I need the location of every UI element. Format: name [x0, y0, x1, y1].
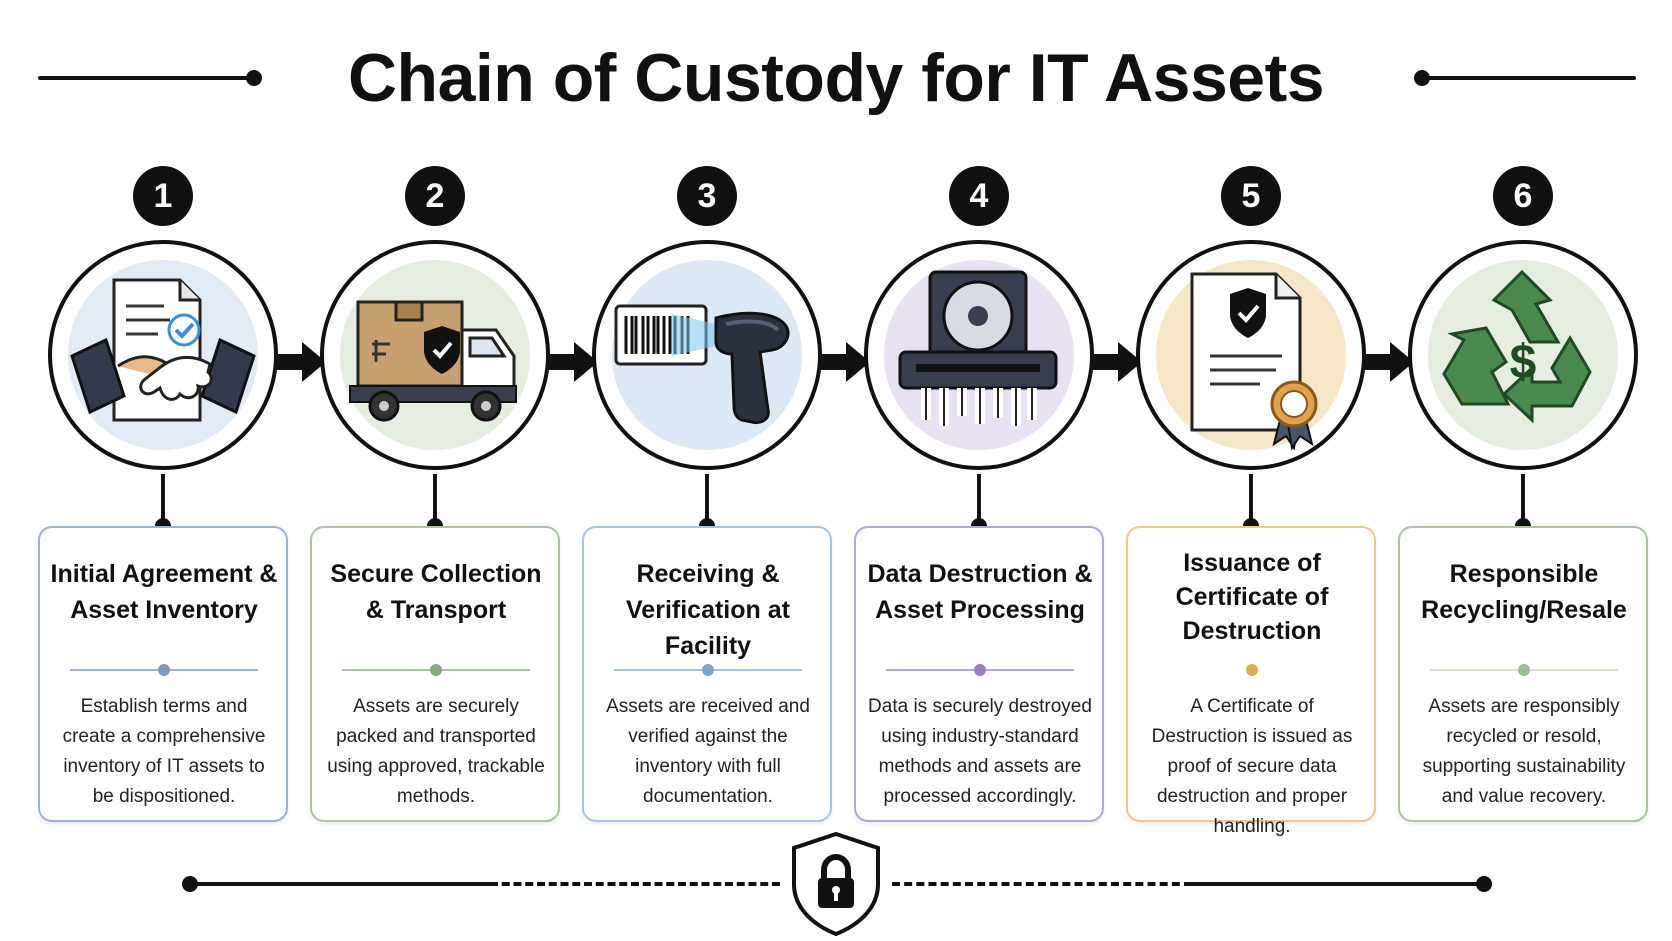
step-card: Issuance of Certificate of Destruction A…	[1126, 526, 1376, 837]
title-decor-line-right	[1422, 76, 1636, 80]
step-description: A Certificate of Destruction is issued a…	[1151, 696, 1353, 837]
step-title: Initial Agreement & Asset Inventory	[50, 560, 278, 624]
connector-stem	[433, 474, 437, 524]
custody-line-solid-right	[1192, 882, 1482, 886]
step-icon-circle	[592, 240, 822, 470]
title-decor-line-left	[38, 76, 250, 80]
custody-line-solid-left	[190, 882, 490, 886]
card-divider-dot	[1246, 664, 1258, 676]
step-title: Data Destruction & Asset Processing	[867, 560, 1093, 624]
handshake-document-icon	[70, 278, 256, 422]
step-number-badge: 3	[677, 166, 737, 226]
step-number-badge: 6	[1493, 166, 1553, 226]
barcode-scanner-icon	[614, 304, 790, 424]
step-4: 4 Data Destruction & Asset Processing Da…	[854, 160, 1104, 822]
step-title: Receiving & Verification at Facility	[626, 560, 790, 660]
connector-stem	[161, 474, 165, 524]
step-number-badge: 5	[1221, 166, 1281, 226]
custody-line-dashed-right	[892, 882, 1192, 886]
title-row: Chain of Custody for IT Assets	[0, 30, 1672, 130]
step-icon-circle: $	[1408, 240, 1638, 470]
arrow-right-icon	[1364, 342, 1414, 382]
step-number-badge: 4	[949, 166, 1009, 226]
card-divider-dot	[1518, 664, 1530, 676]
step-title: Responsible Recycling/Resale	[1421, 560, 1627, 624]
step-card: Responsible Recycling/Resale Assets are …	[1398, 526, 1648, 822]
step-card: Initial Agreement & Asset Inventory Esta…	[38, 526, 288, 822]
step-1: 1 Initial Agreement & Asset Inventory Es…	[38, 160, 288, 822]
step-2: 2 Secure Collection & Transport Assets a…	[310, 160, 560, 822]
card-divider-dot	[430, 664, 442, 676]
arrow-right-icon	[276, 342, 326, 382]
step-number-badge: 2	[405, 166, 465, 226]
step-description: Assets are responsibly recycled or resol…	[1422, 696, 1626, 807]
custody-line	[0, 830, 1672, 941]
connector-stem	[977, 474, 981, 524]
title-decor-dot-left	[246, 70, 262, 86]
page-title: Chain of Custody for IT Assets	[347, 40, 1325, 116]
step-card: Secure Collection & Transport Assets are…	[310, 526, 560, 822]
card-divider-dot	[702, 664, 714, 676]
step-5: 5 Issuance of Certificate of Destruction…	[1126, 160, 1376, 837]
card-divider-dot	[158, 664, 170, 676]
step-description: Data is securely destroyed using industr…	[868, 696, 1092, 807]
delivery-truck-icon	[349, 300, 517, 422]
step-title: Secure Collection & Transport	[330, 560, 542, 624]
step-icon-circle	[1136, 240, 1366, 470]
connector-stem	[1521, 474, 1525, 524]
recycle-dollar-icon: $	[1442, 269, 1592, 424]
arrow-right-icon	[820, 342, 870, 382]
hard-drive-shredder-icon	[898, 270, 1058, 426]
custody-line-dashed-left	[490, 882, 780, 886]
step-icon-circle	[48, 240, 278, 470]
step-number-badge: 1	[133, 166, 193, 226]
custody-line-dot-right	[1476, 876, 1492, 892]
step-card: Data Destruction & Asset Processing Data…	[854, 526, 1104, 822]
step-icon-circle	[864, 240, 1094, 470]
arrow-right-icon	[548, 342, 598, 382]
step-6: 6 $ Responsible Recycling/Resale Assets …	[1398, 160, 1648, 822]
certificate-icon	[1190, 272, 1318, 451]
connector-stem	[1249, 474, 1253, 524]
step-description: Assets are securely packed and transport…	[327, 696, 545, 807]
step-card: Receiving & Verification at Facility Ass…	[582, 526, 832, 822]
step-description: Establish terms and create a comprehensi…	[62, 696, 266, 807]
step-icon-circle	[320, 240, 550, 470]
card-divider-dot	[974, 664, 986, 676]
arrow-right-icon	[1092, 342, 1142, 382]
connector-stem	[705, 474, 709, 524]
step-3: 3 Receiving & Verification at Facility A…	[582, 160, 832, 822]
shield-lock-icon	[792, 831, 880, 936]
step-description: Assets are received and verified against…	[606, 696, 810, 807]
svg-text:$: $	[1510, 336, 1537, 389]
step-title: Issuance of Certificate of Destruction	[1175, 549, 1329, 645]
